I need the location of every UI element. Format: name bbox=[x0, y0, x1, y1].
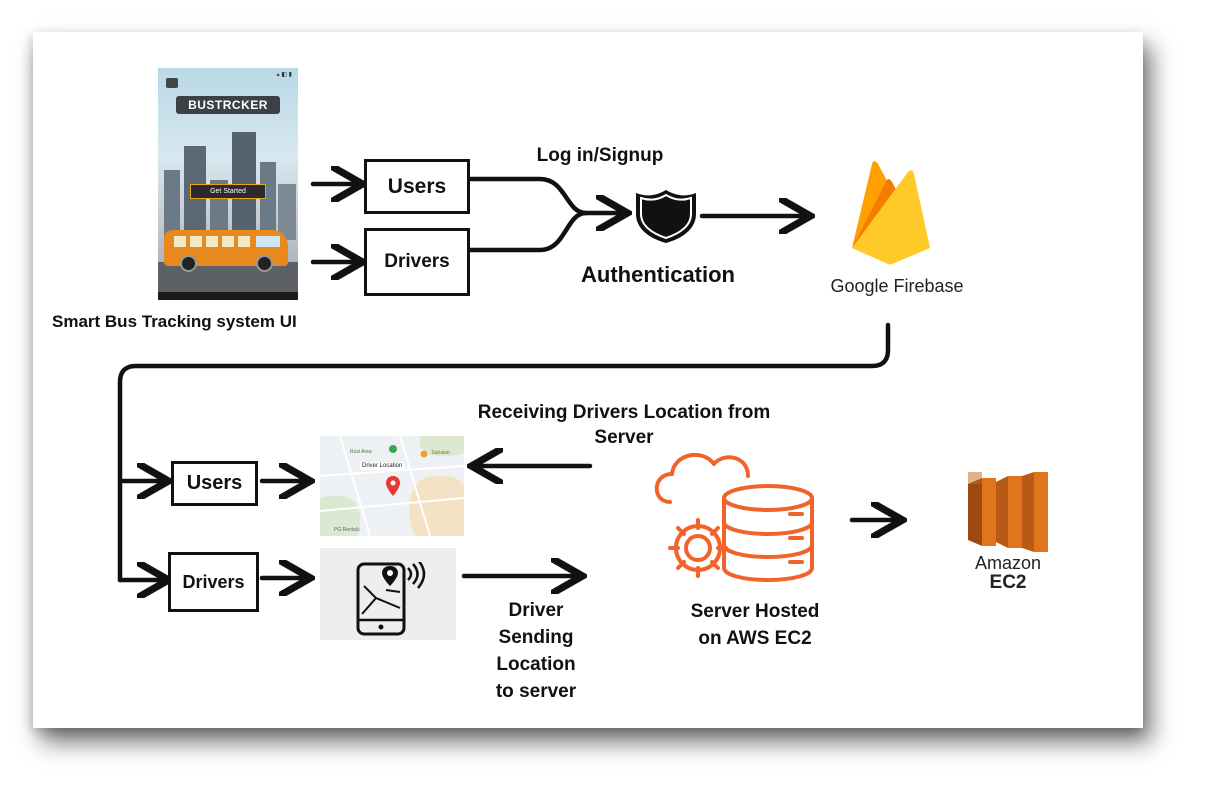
authentication-label: Authentication bbox=[581, 262, 735, 287]
firebase-icon bbox=[852, 161, 930, 265]
bottom-drivers-box: Drivers bbox=[168, 552, 259, 612]
map-pin-icon bbox=[386, 476, 400, 496]
server-label: Server Hosted on AWS EC2 bbox=[650, 598, 860, 652]
receiving-label-line: Server bbox=[594, 427, 654, 448]
map-place-label: Sahakar bbox=[431, 450, 450, 456]
aws-amazon-label: Amazon bbox=[974, 553, 1042, 573]
firebase-label: Google Firebase bbox=[830, 276, 964, 296]
server-label-line: on AWS EC2 bbox=[698, 628, 812, 649]
map-marker-icon bbox=[420, 450, 428, 458]
driver-sending-line: to server bbox=[495, 681, 577, 702]
menu-icon bbox=[166, 78, 178, 88]
driver-sending-line: Sending bbox=[498, 627, 574, 648]
gps-tile bbox=[320, 548, 456, 640]
server-icon bbox=[654, 453, 814, 582]
driver-location-label: Driver Location bbox=[360, 462, 405, 470]
bottom-users-box: Users bbox=[171, 461, 258, 506]
receiving-label-line: Receiving Drivers Location from bbox=[477, 402, 771, 423]
map-place-label: Rusi Area bbox=[350, 449, 372, 455]
connector-users-merge bbox=[467, 176, 623, 213]
connector-firebase-down bbox=[117, 322, 891, 583]
shield-icon bbox=[636, 190, 696, 243]
driver-sending-line: Location bbox=[496, 654, 576, 675]
phone-gps-icon bbox=[356, 562, 426, 636]
bus-icon bbox=[164, 230, 288, 272]
app-screenshot: ▴ ◧ ▮ BUSTRCKER Get Started bbox=[158, 68, 298, 300]
map-marker-icon bbox=[389, 445, 397, 453]
app-logo: BUSTRCKER bbox=[176, 96, 280, 114]
login-signup-label: Log in/Signup bbox=[536, 145, 664, 166]
driver-sending-line: Driver bbox=[508, 600, 564, 621]
connector-drivers-merge bbox=[467, 210, 589, 253]
users-box: Users bbox=[364, 159, 470, 214]
drivers-box: Drivers bbox=[364, 228, 470, 296]
receiving-location-label: Receiving Drivers Location from Server bbox=[402, 400, 846, 450]
nav-bar bbox=[158, 292, 298, 300]
map-place-label: PG Rentals bbox=[334, 527, 360, 533]
get-started-button[interactable]: Get Started bbox=[190, 184, 266, 199]
building-icon bbox=[260, 162, 276, 240]
aws-ec2-icon bbox=[968, 472, 1048, 552]
server-label-line: Server Hosted bbox=[690, 601, 820, 622]
building-icon bbox=[164, 170, 180, 240]
map-thumbnail: Rusi Area Sahakar Driver Location PG Ren… bbox=[320, 436, 464, 536]
caption-ui: Smart Bus Tracking system UI bbox=[52, 312, 297, 331]
map-roads bbox=[320, 436, 464, 536]
aws-ec2-label: EC2 bbox=[989, 572, 1027, 593]
status-bar: ▴ ◧ ▮ bbox=[276, 72, 292, 78]
driver-sending-label: Driver Sending Location to server bbox=[468, 597, 604, 705]
building-icon bbox=[278, 184, 296, 240]
